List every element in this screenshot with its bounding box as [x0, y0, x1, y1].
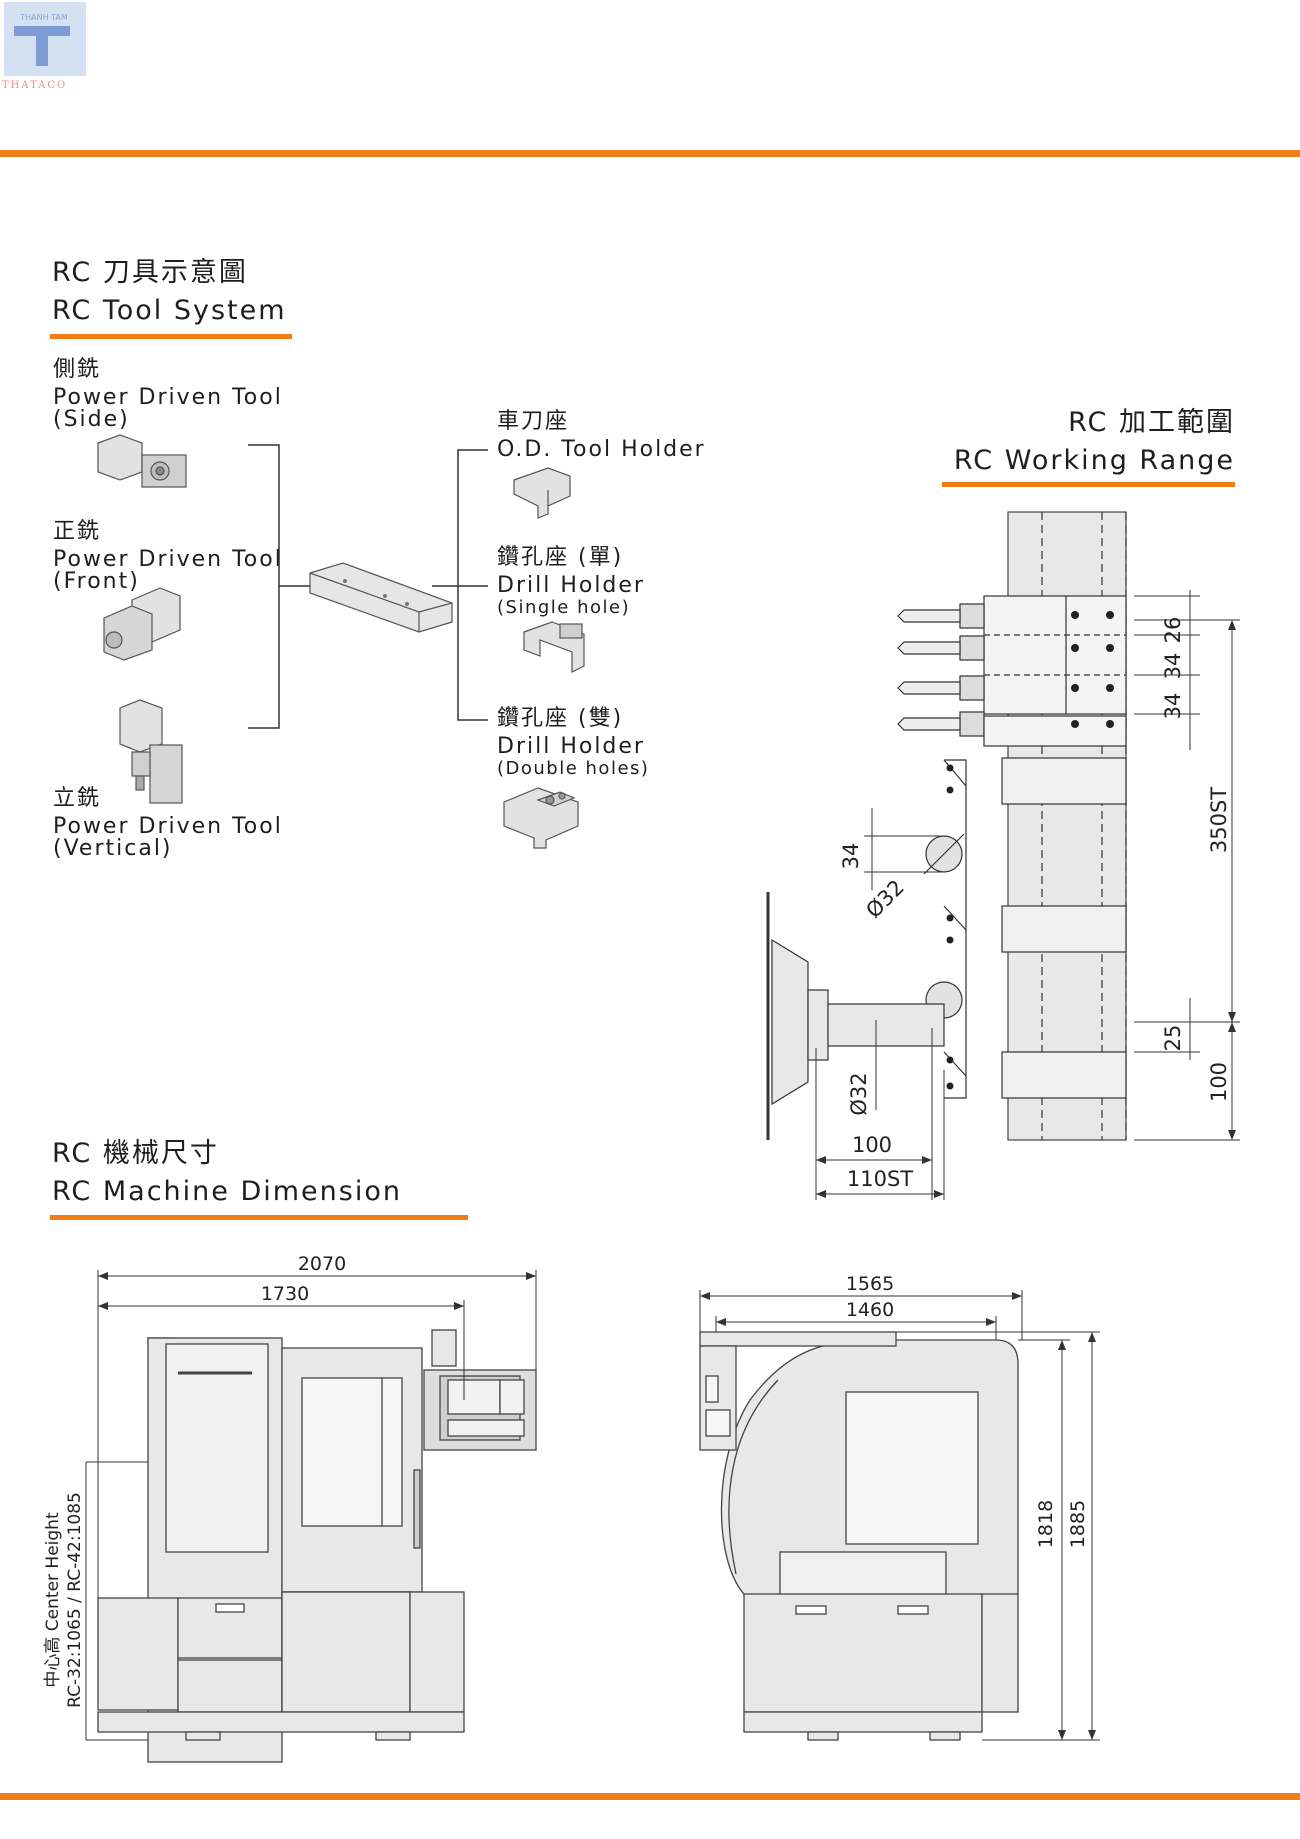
company-logo: THANH TAM THATACO — [0, 0, 90, 95]
tool-label-sub: (Single hole) — [497, 597, 631, 618]
tool-od-holder: 車刀座 O.D. Tool Holder — [497, 411, 706, 461]
dim-350st: 350ST — [1207, 787, 1231, 853]
od-tool-blocks — [943, 757, 1127, 1099]
logo-small-text: THANH TAM — [19, 13, 68, 22]
side-milling-tool-illustration — [97, 434, 187, 488]
dim-26: 26 — [1161, 617, 1185, 644]
machine-front-dimensions — [85, 1270, 537, 1741]
tool-drill-single: 鑽孔座 (單) Drill Holder (Single hole) — [497, 547, 645, 619]
tool-system-underline — [50, 334, 292, 339]
working-range-underline — [942, 482, 1235, 487]
tool-system-title-zh: RC 刀具示意圖 — [52, 257, 248, 288]
dim-100-vertical: 100 — [1207, 1062, 1231, 1102]
dim-34-a: 34 — [1161, 653, 1185, 680]
working-range-title-en: RC Working Range — [953, 445, 1235, 476]
tool-label-en: Drill Holder — [497, 734, 645, 759]
tool-label-zh: 鑽孔座 (雙) — [497, 706, 624, 731]
spindle-chuck — [766, 892, 945, 1140]
working-range-dimensions — [815, 590, 1240, 1200]
tool-label-zh: 車刀座 — [497, 409, 570, 434]
tool-side-milling: 側銑 Power Driven Tool (Side) — [53, 359, 283, 431]
drill-tool-rows — [897, 595, 1127, 747]
tool-plate-illustration — [309, 562, 453, 633]
dim-diameter-32-b: Ø32 — [847, 1072, 871, 1115]
tool-system-title-en: RC Tool System — [52, 295, 287, 326]
side-width-inner: 1460 — [846, 1299, 894, 1321]
machine-side-view — [699, 1331, 1019, 1741]
machine-front-view — [97, 1329, 537, 1763]
logo-icon: THANH TAM — [4, 2, 86, 76]
tool-label-en: O.D. Tool Holder — [497, 437, 706, 462]
tool-label-en: Power Driven Tool — [53, 814, 283, 839]
bottom-accent-rule — [0, 1793, 1300, 1800]
center-height-label: 中心高 Center Height — [43, 1512, 63, 1688]
tool-front-milling: 正銑 Power Driven Tool (Front) — [53, 521, 283, 593]
side-width-total: 1565 — [846, 1273, 894, 1295]
tool-label-zh: 立銑 — [53, 786, 102, 811]
tool-label-en: Power Driven Tool — [53, 385, 283, 410]
tool-label-en: Drill Holder — [497, 573, 645, 598]
od-tool-holder-illustration — [513, 467, 571, 519]
top-accent-rule — [0, 150, 1300, 157]
front-milling-tool-illustration — [103, 587, 181, 661]
dim-34-c: 34 — [839, 843, 863, 870]
drill-holder-double-illustration — [503, 787, 579, 849]
dim-34-b: 34 — [1161, 693, 1185, 720]
dim-25: 25 — [1161, 1025, 1185, 1052]
dim-100-horizontal: 100 — [852, 1133, 892, 1157]
tool-label-en: Power Driven Tool — [53, 547, 283, 572]
machine-dimension-title-zh: RC 機械尺寸 — [52, 1138, 219, 1169]
tool-drill-double: 鑽孔座 (雙) Drill Holder (Double holes) — [497, 708, 649, 780]
tool-label-zh: 側銑 — [53, 357, 102, 382]
vertical-milling-tool-illustration — [119, 699, 183, 804]
tool-system-connectors — [248, 444, 488, 729]
tool-vertical-milling: 立銑 Power Driven Tool (Vertical) — [53, 788, 283, 860]
tool-label-sub: (Side) — [53, 407, 130, 432]
tool-label-sub: (Vertical) — [53, 836, 173, 861]
logo-brand: THATACO — [2, 80, 68, 91]
machine-side-dimensions — [699, 1290, 1100, 1741]
side-height-inner: 1818 — [1035, 1500, 1057, 1548]
center-height-values: RC-32:1065 / RC-42:1085 — [65, 1492, 85, 1708]
front-width-total: 2070 — [298, 1253, 346, 1275]
front-width-inner: 1730 — [261, 1283, 309, 1305]
tool-label-zh: 正銑 — [53, 519, 102, 544]
side-height-total: 1885 — [1067, 1500, 1089, 1548]
working-range-title-zh: RC 加工範圍 — [1068, 407, 1235, 438]
dim-110st: 110ST — [847, 1167, 913, 1191]
tool-label-zh: 鑽孔座 (單) — [497, 545, 624, 570]
drill-holder-single-illustration — [523, 621, 585, 673]
machine-dimension-underline — [50, 1215, 468, 1220]
machine-dimension-title-en: RC Machine Dimension — [52, 1176, 402, 1207]
tool-label-sub: (Front) — [53, 569, 140, 594]
tool-label-sub: (Double holes) — [497, 758, 650, 779]
